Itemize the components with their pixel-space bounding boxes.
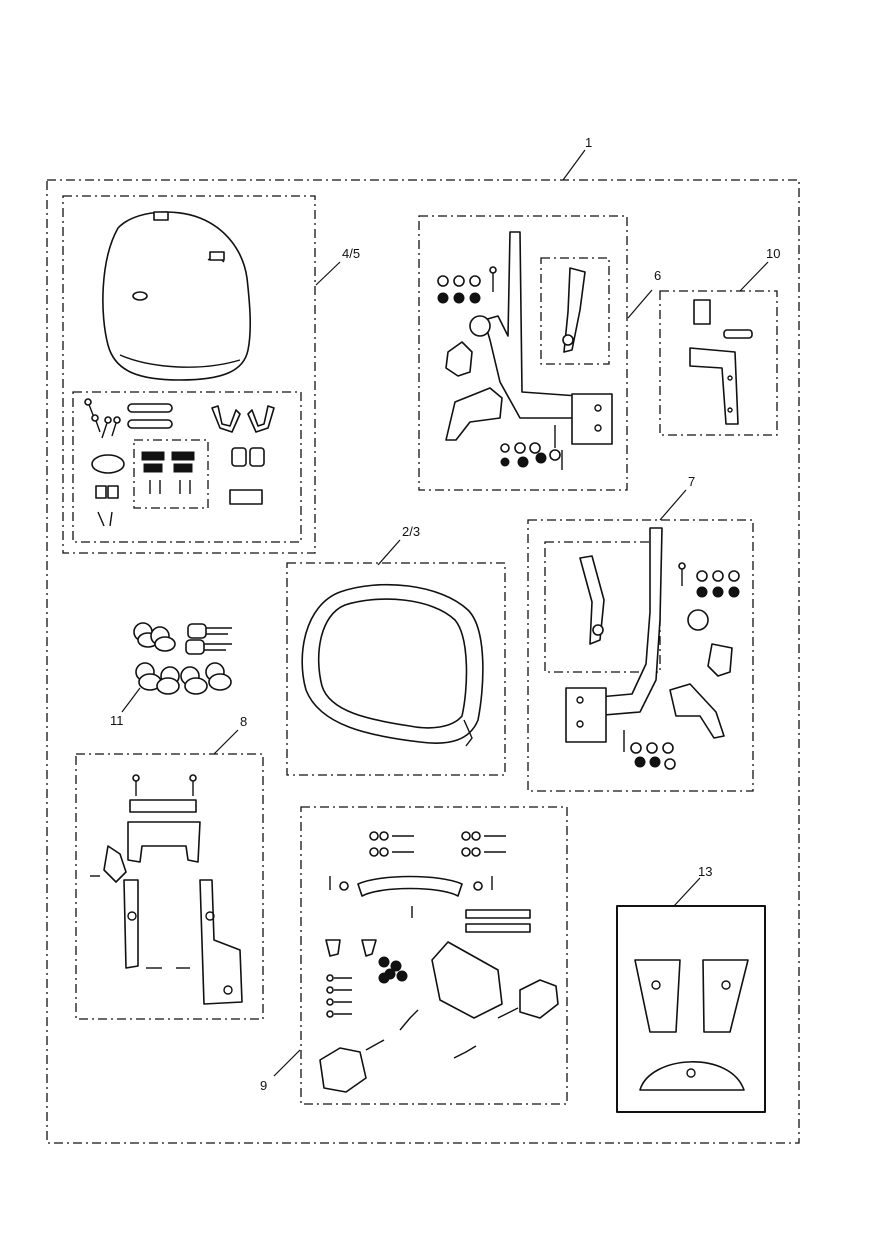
label-2-3: 2/3 <box>402 524 420 539</box>
label-9: 9 <box>260 1078 267 1093</box>
group-part-10 <box>659 290 778 436</box>
label-10: 10 <box>766 246 780 261</box>
label-7: 7 <box>688 474 695 489</box>
label-11: 11 <box>110 713 124 728</box>
label-1: 1 <box>585 135 592 150</box>
group-pannier-case <box>62 195 316 554</box>
group-bracket-7 <box>527 519 754 792</box>
label-8: 8 <box>240 714 247 729</box>
kit-boundary <box>46 179 800 1144</box>
group-bracket-6 <box>418 215 628 491</box>
group-frame-ring <box>286 562 506 776</box>
group-indicators-9 <box>300 806 568 1105</box>
label-6: 6 <box>654 268 661 283</box>
group-bracket-8 <box>75 753 264 1020</box>
label-13: 13 <box>698 864 712 879</box>
label-4-5: 4/5 <box>342 246 360 261</box>
group-sheet-13 <box>616 905 766 1113</box>
group-locks <box>133 622 232 695</box>
